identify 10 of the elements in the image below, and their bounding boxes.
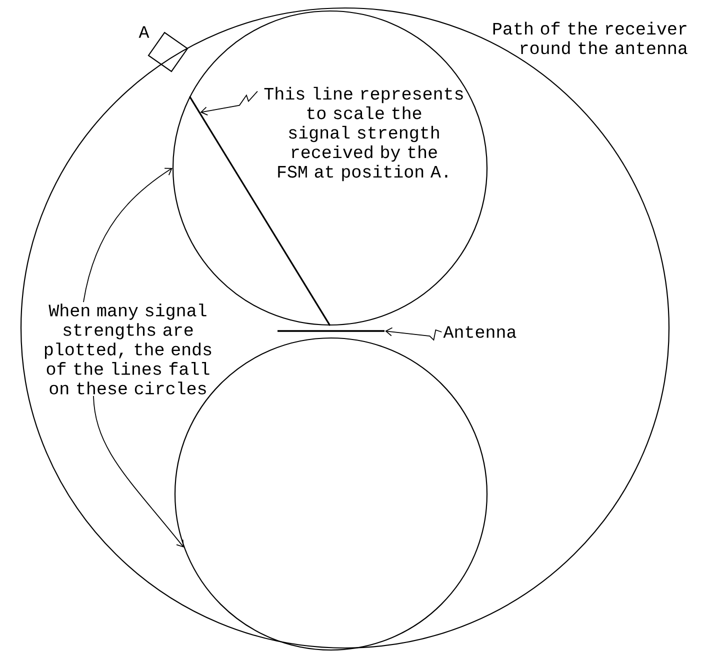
annotation-text: This line represents to scale the signal strength received by the FSM at position A. (264, 86, 463, 182)
node-label: A (138, 26, 150, 38)
curved-arrow (83, 168, 172, 302)
receiver-box: A (138, 26, 188, 72)
path-label: Path of the receiver round the antenna (493, 22, 688, 54)
leader-line (385, 327, 442, 341)
antenna-label: Antenna (443, 326, 516, 338)
leader-line (200, 90, 258, 116)
curved-arrow (93, 396, 184, 548)
annotation-text: When many signal strengths are plotted, the ends of the lines fall on these circles (44, 304, 212, 394)
